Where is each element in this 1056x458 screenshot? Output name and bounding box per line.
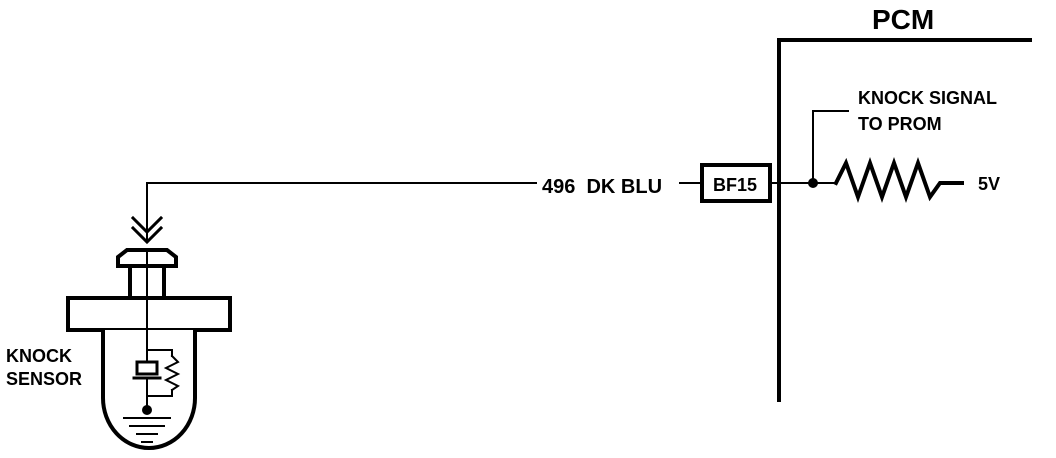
knock-sensor (66, 215, 232, 450)
pcm-module-boundary (777, 38, 1032, 402)
pullup-resistor-symbol (833, 156, 964, 204)
connector-arrow-icon (130, 215, 164, 235)
pcm-label: PCM (872, 4, 934, 35)
sensor-label-line1: KNOCK (6, 346, 72, 366)
sensor-resistor-icon (163, 354, 181, 392)
sensor-dome (101, 330, 197, 450)
connector-arrow-icon (130, 225, 164, 245)
wire-label: 496 DK BLU (542, 176, 662, 198)
signal-wire (146, 182, 537, 241)
knock-signal-label-line2: TO PROM (858, 114, 942, 134)
knock-signal-label-line1: KNOCK SIGNAL (858, 88, 997, 108)
ground-icon (123, 417, 171, 443)
piezo-element-icon (135, 360, 159, 376)
voltage-label: 5V (978, 174, 1000, 194)
connector-bf15 (700, 163, 772, 203)
sensor-flange (66, 296, 232, 332)
knock-signal-tap-wire (812, 110, 849, 184)
sensor-shunt-wire (146, 349, 173, 357)
ground-junction-dot (142, 405, 152, 415)
sensor-label-line2: SENSOR (6, 369, 82, 389)
connector-label: BF15 (713, 175, 757, 195)
sensor-shunt-wire-return (146, 389, 173, 397)
